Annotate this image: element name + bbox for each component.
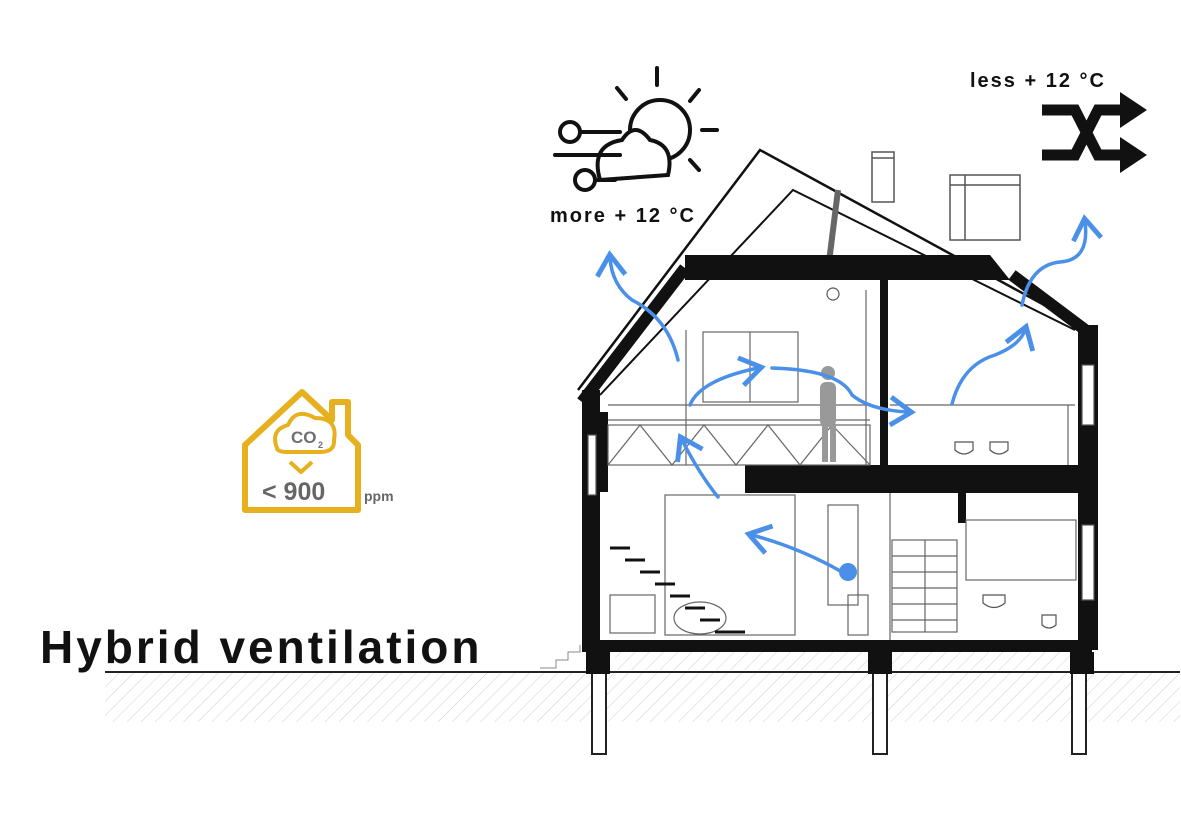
- co2-threshold-value: < 900: [262, 478, 326, 506]
- co2-unit-label: ppm: [364, 488, 394, 504]
- entry-steps: [540, 645, 581, 669]
- page-title: Hybrid ventilation: [40, 621, 483, 673]
- roof-vents: [871, 151, 1021, 241]
- ceiling-lamp-icon: [826, 287, 840, 301]
- ground: [105, 648, 1180, 722]
- co2-house-icon: [242, 389, 361, 513]
- cool-weather-label: less + 12 °C: [970, 70, 1106, 92]
- shuffle-icon: [1042, 92, 1147, 173]
- upper-floor-interior: [607, 290, 1075, 466]
- airflow-arrows: [595, 214, 1104, 574]
- co2-gas-label: CO: [291, 428, 317, 447]
- warm-weather-label: more + 12 °C: [550, 205, 696, 227]
- lower-floor-interior: [609, 493, 1077, 640]
- co2-subscript: 2: [318, 440, 324, 450]
- windows: [587, 364, 1095, 601]
- stairs: [610, 546, 745, 634]
- sun-wind-icon: [553, 66, 719, 192]
- air-inlet-dot: [839, 563, 857, 581]
- bathroom-fixtures: [954, 441, 1057, 629]
- foundation-piles: [591, 671, 1087, 755]
